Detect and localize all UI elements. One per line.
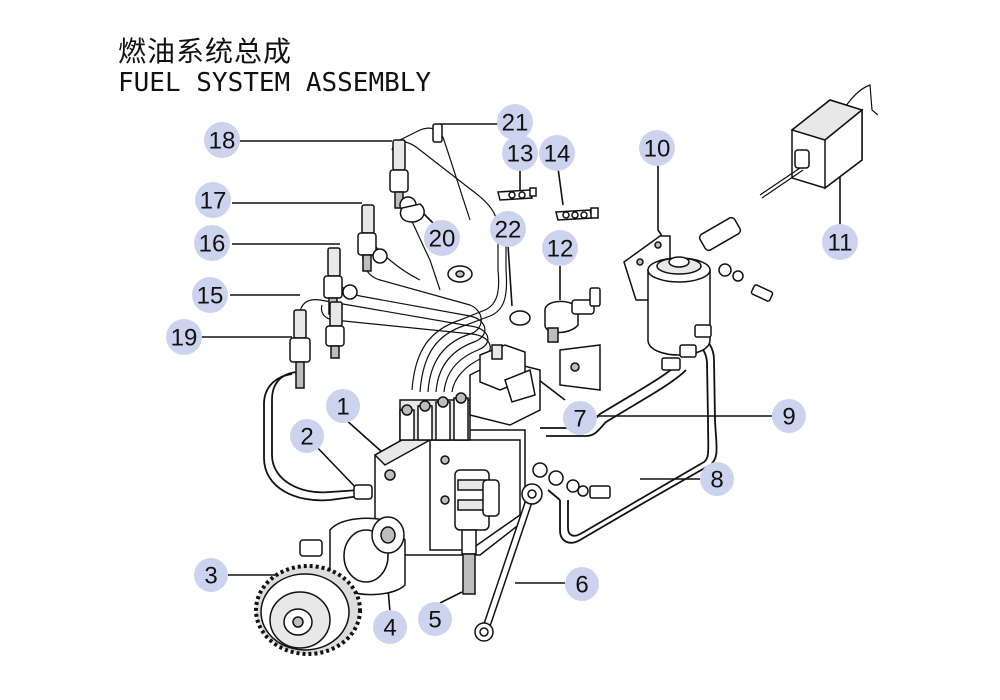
callout-14: 14 [539,135,575,171]
svg-text:19: 19 [171,325,198,352]
callout-19: 19 [166,319,202,355]
stop-solenoid [759,99,864,199]
svg-text:10: 10 [644,136,671,163]
fuel-lines [263,84,879,544]
callout-5: 5 [418,602,452,636]
callout-2: 2 [290,419,324,453]
svg-text:3: 3 [204,563,217,590]
callout-badges: 1 2 3 4 5 6 7 8 [166,104,858,644]
callout-11: 11 [822,224,858,260]
svg-text:5: 5 [428,607,441,634]
svg-text:7: 7 [573,406,586,433]
svg-text:4: 4 [383,615,396,642]
svg-text:22: 22 [495,217,522,244]
pump-flange [299,516,406,596]
svg-text:13: 13 [507,141,534,168]
drive-gear [254,564,362,656]
callout-17: 17 [195,182,231,218]
callout-21: 21 [497,104,533,140]
svg-text:2: 2 [300,424,313,451]
svg-text:8: 8 [710,467,723,494]
callout-4: 4 [373,610,407,644]
svg-text:20: 20 [429,226,456,253]
callout-3: 3 [194,558,228,592]
leader-lines [200,123,841,613]
svg-text:21: 21 [502,110,529,137]
fuel-filter [623,216,774,371]
svg-text:1: 1 [336,394,349,421]
callout-9: 9 [772,399,806,433]
callout-12: 12 [542,230,578,266]
svg-text:6: 6 [575,572,588,599]
callout-6: 6 [565,567,599,601]
callout-7: 7 [563,401,597,435]
callout-13: 13 [502,135,538,171]
callout-10: 10 [639,130,675,166]
svg-text:12: 12 [547,236,574,263]
svg-text:9: 9 [782,404,795,431]
callout-18: 18 [204,122,240,158]
injection-pump [353,344,611,595]
callout-15: 15 [192,277,228,313]
svg-text:15: 15 [197,283,224,310]
svg-text:17: 17 [200,188,227,215]
svg-text:11: 11 [828,230,853,257]
injectors [289,123,443,389]
callout-1: 1 [326,389,360,423]
diagram-title-chinese: 燃油系统总成 [118,35,293,68]
svg-text:16: 16 [199,231,226,258]
callout-16: 16 [194,225,230,261]
callout-20: 20 [424,220,460,256]
stay-rod [474,483,543,642]
small-parts [447,187,601,343]
svg-text:14: 14 [544,141,571,168]
callout-22: 22 [490,211,526,247]
svg-text:18: 18 [209,128,236,155]
callout-8: 8 [700,462,734,496]
diagram-title-english: FUEL SYSTEM ASSEMBLY [118,68,432,98]
